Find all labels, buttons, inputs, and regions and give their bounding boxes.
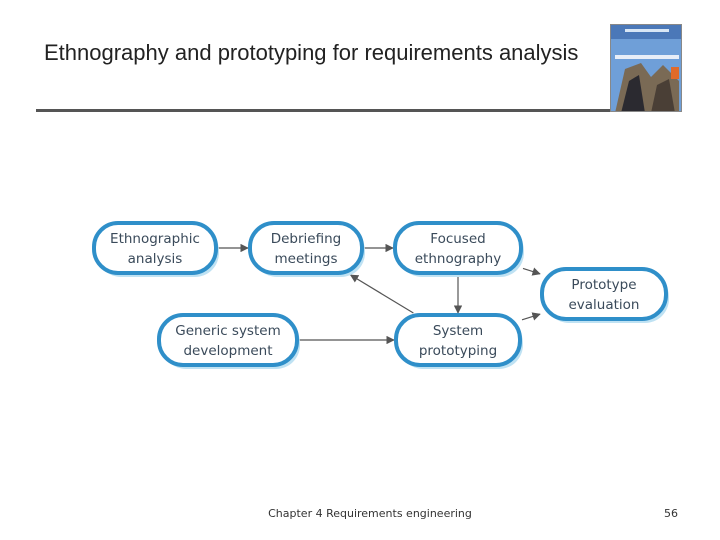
node-system-prototyping: System prototyping — [394, 313, 523, 369]
node-label-line1: Generic system — [175, 323, 280, 339]
node-label-line2: meetings — [275, 251, 338, 267]
node-ethnographic-analysis: Ethnographic analysis — [92, 221, 219, 277]
node-label-line2: analysis — [128, 251, 183, 267]
diagram-nodes: Ethnographic analysis Debriefing meetings Fo… — [92, 221, 669, 369]
node-debriefing-meetings: Debriefing meetings — [248, 221, 365, 277]
node-label-line1: Focused — [430, 231, 485, 247]
diagram-edges — [218, 243, 541, 345]
slide-title: Ethnography and prototyping for requirem… — [44, 40, 579, 65]
node-box — [393, 221, 523, 275]
node-focused-ethnography: Focused ethnography — [393, 221, 524, 277]
node-box — [540, 267, 668, 321]
edge-system-prototyping-to-prototype-evaluation — [521, 312, 541, 321]
node-generic-system-development: Generic system development — [157, 313, 300, 369]
node-label-line1: Ethnographic — [110, 231, 200, 247]
edge-focused-ethnography-to-prototype-evaluation — [522, 267, 541, 276]
node-label-line2: ethnography — [415, 251, 501, 267]
node-label-line1: Prototype — [571, 277, 636, 293]
node-box — [248, 221, 364, 275]
node-box — [157, 313, 299, 367]
node-box — [92, 221, 218, 275]
node-label-line2: evaluation — [568, 297, 639, 313]
book-cover-icon — [610, 24, 682, 112]
footer-chapter: Chapter 4 Requirements engineering — [268, 507, 472, 520]
node-label-line1: Debriefing — [271, 231, 342, 247]
node-prototype-evaluation: Prototype evaluation — [540, 267, 669, 323]
edge-system-prototyping-to-debriefing-meetings — [349, 274, 414, 314]
page-number: 56 — [664, 507, 678, 520]
node-box — [394, 313, 522, 367]
node-label-line1: System — [433, 323, 483, 339]
node-label-line2: prototyping — [419, 343, 497, 359]
title-divider — [36, 109, 612, 112]
node-label-line2: development — [183, 343, 272, 359]
